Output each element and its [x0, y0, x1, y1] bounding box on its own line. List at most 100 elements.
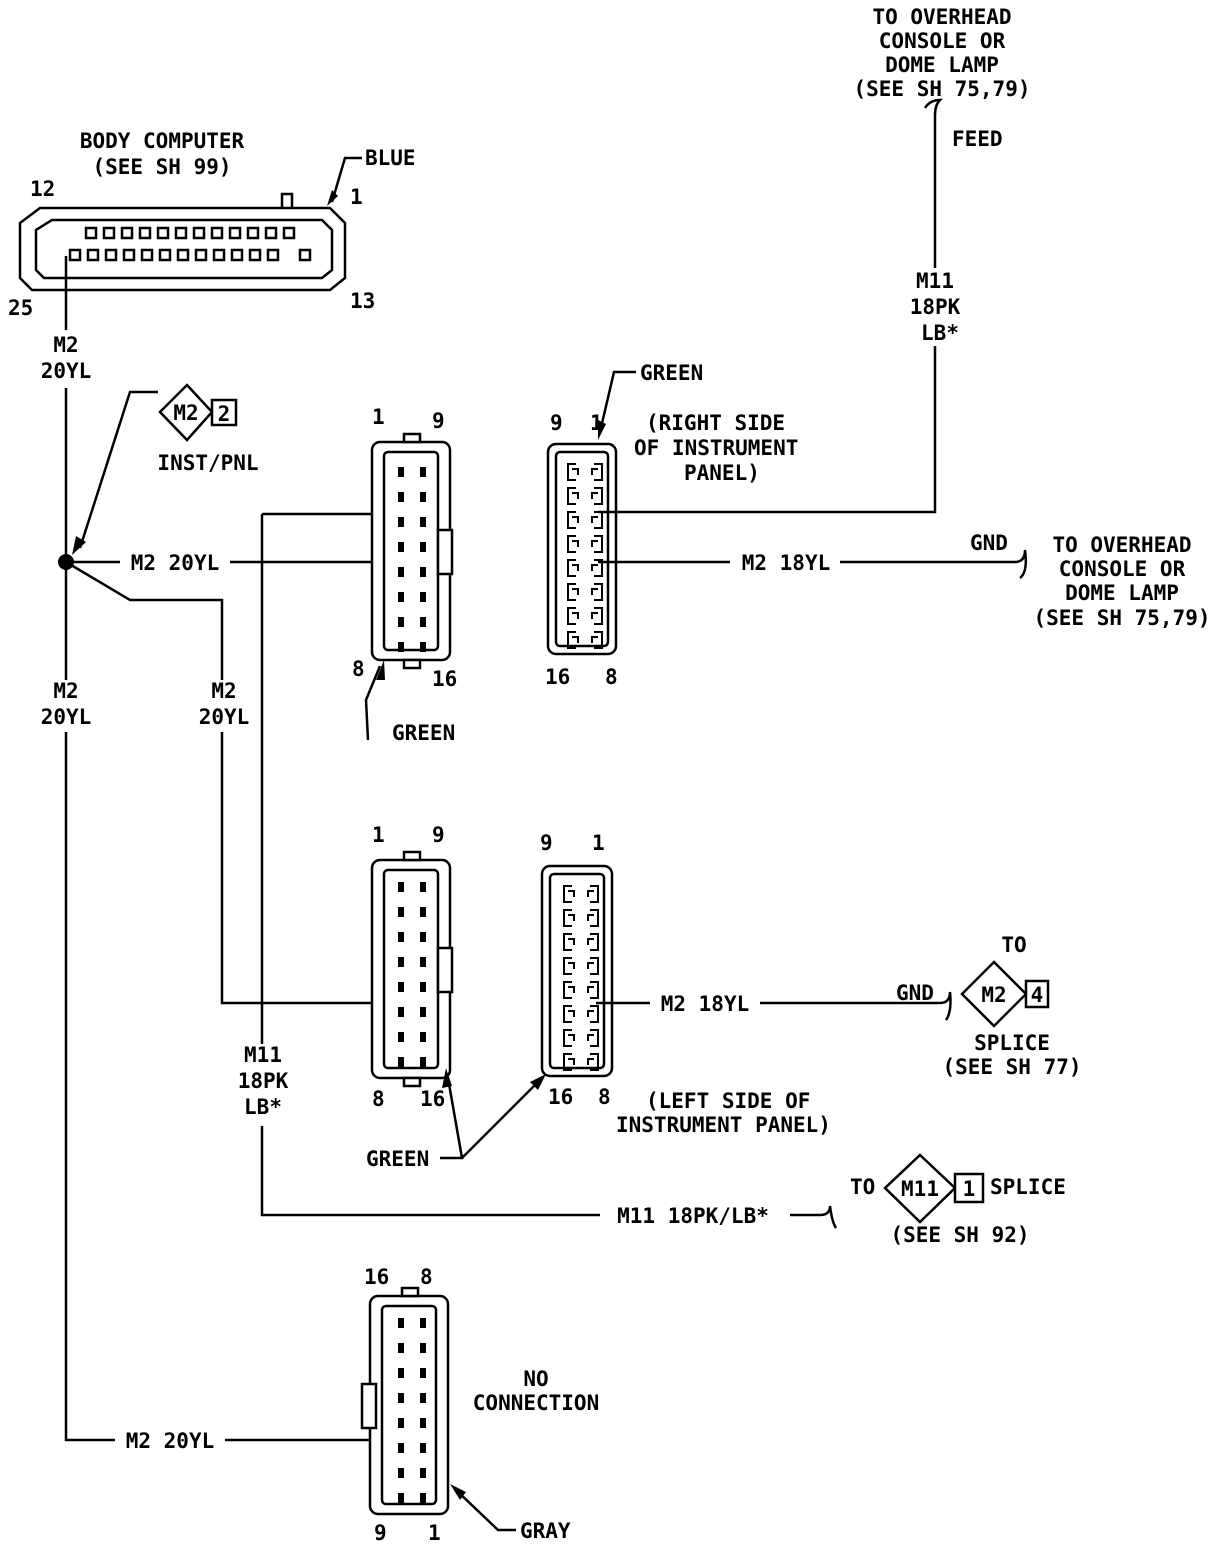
connector-pin [398, 1493, 404, 1503]
bc-pin [138, 226, 152, 240]
connector-pin [420, 567, 426, 577]
connector-pin [420, 932, 426, 942]
ctr-note2: OF INSTRUMENT [634, 436, 798, 460]
connector-pin [398, 1007, 404, 1017]
m2-18yl-bottom: M2 18YL [661, 992, 750, 1016]
connector-slot [591, 583, 603, 601]
connector-slot [587, 933, 599, 951]
m2-18yl-top: M2 18YL [742, 551, 831, 575]
20yl-label-b: 20YL [41, 705, 92, 729]
connector-pin [420, 1418, 426, 1428]
connector-slot [563, 1029, 575, 1047]
bc-pin [156, 226, 170, 240]
connector-pin [398, 1343, 404, 1353]
connector-pin [420, 1343, 426, 1353]
bc-pin [158, 248, 172, 262]
bc-pin [194, 248, 208, 262]
connector-pin [420, 982, 426, 992]
ctl-green-pointer [364, 665, 382, 741]
splice-inst-num: 2 [218, 402, 231, 426]
connector-pin [420, 1443, 426, 1453]
connector-slot [563, 1053, 575, 1071]
connector-pin [420, 467, 426, 477]
connector-pin [420, 1468, 426, 1478]
connector-pin [398, 1032, 404, 1042]
connector-pin [420, 1032, 426, 1042]
ctr-p16: 16 [545, 665, 570, 689]
connector-pin [398, 882, 404, 892]
connector-slot [591, 487, 603, 505]
connector-pin [398, 907, 404, 917]
splice-m11-num: 1 [963, 1177, 976, 1201]
connector-pin [420, 617, 426, 627]
body-computer-title: BODY COMPUTER [80, 129, 245, 153]
m2-label-a: M2 [53, 333, 78, 357]
cb-p1: 1 [428, 1521, 441, 1545]
connector-pin [420, 642, 426, 652]
bc-shell-inner [34, 218, 334, 280]
connector-pin [420, 1007, 426, 1017]
ctl-p9: 9 [432, 409, 445, 433]
m2-label-b: M2 [53, 679, 78, 703]
cml-p9: 9 [432, 823, 445, 847]
m11-right1: M11 [916, 269, 954, 293]
bc-pin [264, 226, 278, 240]
m2-branch-mid [65, 560, 390, 1005]
green-mid: GREEN [366, 1147, 429, 1171]
connector-slot [563, 933, 575, 951]
connector-top-right: 9 1 16 8 GREEN (RIGHT SIDE OF INSTRUMENT… [545, 361, 798, 689]
connector-slot [563, 909, 575, 927]
gnd-top-l3: DOME LAMP [1065, 581, 1179, 605]
20yl-label-c: 20YL [199, 705, 250, 729]
ctr-note1: (RIGHT SIDE [646, 411, 785, 435]
splice-inst-pnl: M2 2 INST/PNL [72, 383, 259, 555]
cml-p1: 1 [372, 823, 385, 847]
ctr-p9: 9 [550, 411, 563, 435]
bc-pin [140, 248, 154, 262]
connector-pin [420, 957, 426, 967]
splice-m11-ref: (SEE SH 92) [890, 1223, 1029, 1247]
ctl-color: GREEN [392, 721, 455, 745]
connector-pin [420, 517, 426, 527]
connector-mid-right: 9 1 16 8 (LEFT SIDE OF INSTRUMENT PANEL) [540, 831, 831, 1137]
bc-pin [248, 248, 262, 262]
connector-pin [398, 1418, 404, 1428]
m2-label-c: M2 [211, 679, 236, 703]
blue-arrowhead [327, 190, 338, 206]
connector-slot [567, 535, 579, 553]
connector-slot [567, 559, 579, 577]
feed-label: FEED [952, 127, 1003, 151]
bc-pin [228, 226, 242, 240]
bc-pin [212, 248, 226, 262]
connector-pin [398, 957, 404, 967]
connector-pin [398, 517, 404, 527]
m11-right3: LB* [921, 321, 959, 345]
connector-pin [398, 642, 404, 652]
connector-top-left: 1 9 8 16 GREEN [352, 405, 457, 745]
splice-inst-code: M2 [173, 401, 198, 425]
bc-pin-13: 13 [350, 289, 375, 313]
connector-pin [420, 492, 426, 502]
m11-break [790, 1205, 838, 1229]
feed-break [923, 98, 944, 116]
cml-p16: 16 [420, 1087, 445, 1111]
connector-slot [587, 909, 599, 927]
connector-slot [591, 463, 603, 481]
ovh-l4: (SEE SH 75,79) [853, 77, 1030, 101]
ovh-l1: TO OVERHEAD [872, 5, 1011, 29]
cml-p8: 8 [372, 1087, 385, 1111]
cb-color: GRAY [520, 1519, 571, 1543]
cb-nc2: CONNECTION [473, 1391, 599, 1415]
bc-pin [282, 226, 296, 240]
splice-mid-num: 4 [1031, 983, 1044, 1007]
bc-pin [102, 226, 116, 240]
m2-20yl-h1: M2 20YL [131, 551, 220, 575]
bc-shell [18, 206, 347, 292]
inst-pointer [78, 390, 158, 549]
connector-slot [587, 957, 599, 975]
connector-slot [591, 559, 603, 577]
cmr-p9: 9 [540, 831, 553, 855]
ctr-color: GREEN [640, 361, 703, 385]
bc-pin [84, 226, 98, 240]
connector-pin [420, 1393, 426, 1403]
